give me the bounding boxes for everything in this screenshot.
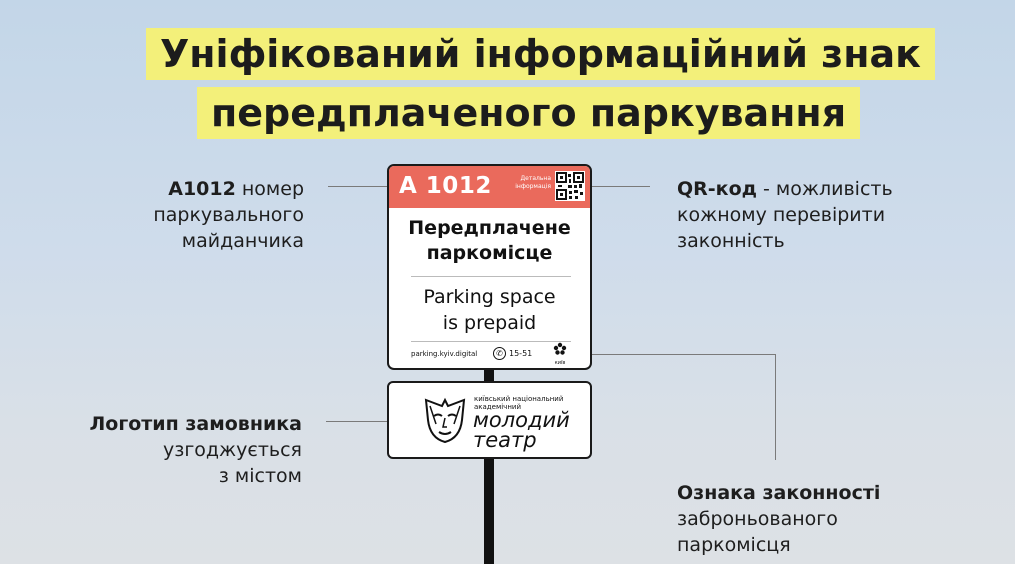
label-logo-line3: з містом <box>218 465 302 487</box>
customer-logo-panel: київський національний академічний молод… <box>387 381 592 459</box>
kyiv-logo-icon: київ <box>551 341 569 366</box>
label-logo-bold: Логотип замовника <box>89 413 302 435</box>
label-logo-line2: узгоджується <box>162 439 302 461</box>
theatre-mask-icon <box>422 396 468 448</box>
sign-ua-line2: паркомісце <box>426 242 553 264</box>
logo-big-line1: молодий <box>473 408 570 432</box>
label-qr-rest: - можливість <box>756 178 893 200</box>
label-qr: QR-код - можливість кожному перевірити з… <box>677 176 893 254</box>
logo-big-line2: театр <box>473 428 537 452</box>
parking-sign: А 1012 Детальна інформація Передплачене <box>387 164 592 370</box>
label-legality: Ознака законності заброньованого паркомі… <box>677 480 880 558</box>
connector-legality-h <box>592 354 776 355</box>
sign-info-line1: Детальна <box>520 175 551 182</box>
connector-number <box>328 186 387 187</box>
sign-info-line2: інформація <box>515 183 551 190</box>
sign-divider-top <box>411 276 571 277</box>
label-qr-bold: QR-код <box>677 178 757 200</box>
sign-en-line1: Parking space <box>423 286 556 308</box>
logo-theatre-name: молодий театр <box>473 408 570 452</box>
sign-english-text: Parking space is prepaid <box>389 284 590 336</box>
sign-parking-code: А 1012 <box>399 173 492 199</box>
sign-pole <box>484 368 494 564</box>
logo-small-line1: київський національний <box>474 395 564 403</box>
sign-info-caption: Детальна інформація <box>509 175 551 191</box>
label-legality-line2: заброньованого <box>677 508 838 530</box>
label-qr-line3: законність <box>677 230 785 252</box>
sign-ukrainian-text: Передплачене паркомісце <box>389 216 590 266</box>
label-number-bold: А1012 <box>168 178 236 200</box>
label-legality-bold: Ознака законності <box>677 482 881 504</box>
sign-divider-bottom <box>411 341 571 342</box>
logo-small-line2: академічний <box>474 403 521 411</box>
sign-ua-line1: Передплачене <box>408 217 571 239</box>
label-qr-line2: кожному перевірити <box>677 204 886 226</box>
label-parking-number: А1012 номер паркувального майданчика <box>80 176 304 254</box>
phone-icon: ✆ <box>493 347 506 360</box>
label-customer-logo: Логотип замовника узгоджується з містом <box>40 411 302 489</box>
connector-logo <box>326 421 387 422</box>
connector-qr <box>592 186 650 187</box>
label-number-rest: номер <box>235 178 304 200</box>
title-line-1: Уніфікований інформаційний знак <box>146 28 935 80</box>
sign-url: parking.kyiv.digital <box>411 350 478 358</box>
qr-code-icon <box>555 171 585 201</box>
sign-phone: ✆15-51 <box>493 347 532 360</box>
label-legality-line3: паркомісця <box>677 534 791 556</box>
connector-legality-v <box>775 354 776 460</box>
label-number-line3: майданчика <box>181 230 304 252</box>
label-number-line2: паркувального <box>153 204 304 226</box>
sign-en-line2: is prepaid <box>442 312 537 334</box>
kyiv-logo-text: київ <box>554 360 566 366</box>
logo-small-caption: київський національний академічний <box>474 395 563 411</box>
title-line-2: передплаченого паркування <box>197 87 861 139</box>
sign-phone-number: 15-51 <box>509 349 533 358</box>
